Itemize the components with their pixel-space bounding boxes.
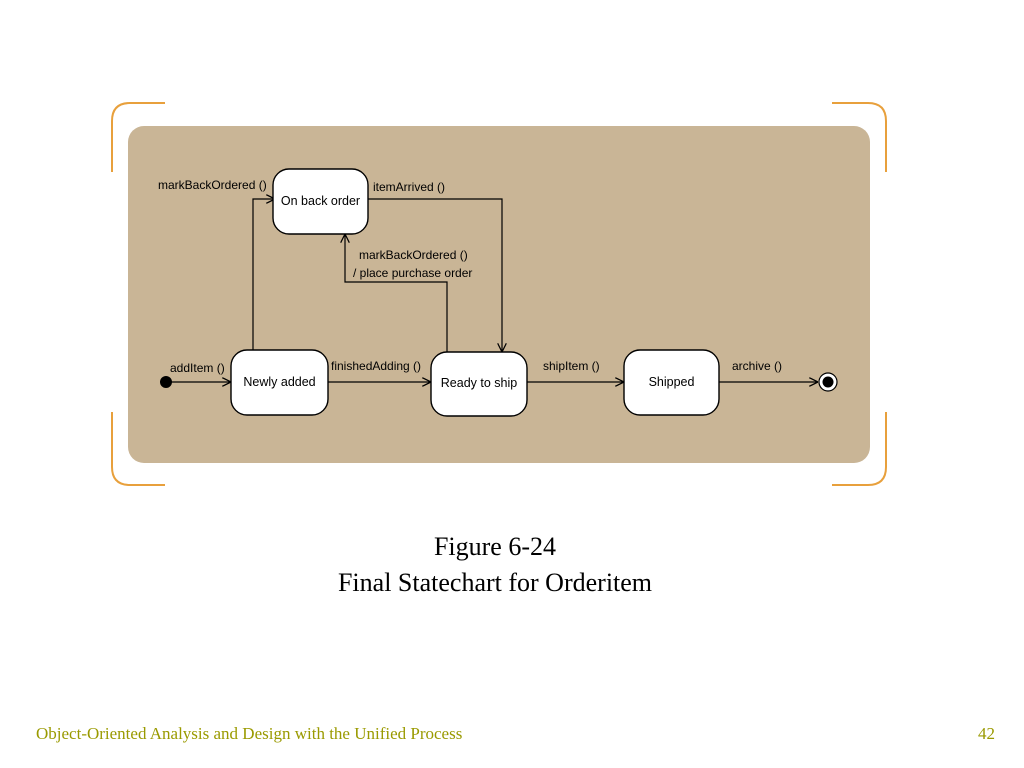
state-ready-to-ship-label: Ready to ship xyxy=(441,376,517,390)
footer-book-title: Object-Oriented Analysis and Design with… xyxy=(36,724,463,743)
bracket-bottom-right xyxy=(832,412,887,486)
bracket-bottom-left xyxy=(111,412,165,486)
label-add-item: addItem () xyxy=(170,361,225,375)
figure-number: Figure 6-24 xyxy=(433,532,557,561)
initial-state-dot xyxy=(160,376,172,388)
bracket-top-right xyxy=(832,102,887,172)
state-on-back-order-label: On back order xyxy=(281,194,360,208)
label-finished-adding: finishedAdding () xyxy=(331,359,421,373)
transition-arrows xyxy=(168,199,818,382)
label-ship-item: shipItem () xyxy=(543,359,600,373)
state-shipped: Shipped xyxy=(623,349,720,416)
final-state-symbol xyxy=(818,372,838,392)
bracket-top-left xyxy=(111,102,165,172)
state-newly-added: Newly added xyxy=(230,349,329,416)
state-shipped-label: Shipped xyxy=(649,375,695,389)
state-ready-to-ship: Ready to ship xyxy=(430,351,528,417)
footer-page-number: 42 xyxy=(978,724,995,743)
arrow-item-arrived xyxy=(368,198,502,352)
statechart-figure: On back order Newly added Ready to ship … xyxy=(111,102,887,486)
figure-title: Final Statechart for Orderitem xyxy=(337,568,653,597)
label-mark-back-ordered-from-ready-line2: / place purchase order xyxy=(353,266,472,280)
arrow-mark-back-ordered-from-ready xyxy=(345,234,448,352)
label-mark-back-ordered-from-new: markBackOrdered () xyxy=(158,178,267,192)
label-item-arrived: itemArrived () xyxy=(373,180,445,194)
state-on-back-order: On back order xyxy=(272,168,369,235)
frame-brackets xyxy=(111,102,887,486)
arrow-mark-back-ordered-from-new xyxy=(252,199,275,350)
state-newly-added-label: Newly added xyxy=(243,375,315,389)
label-mark-back-ordered-from-ready-line1: markBackOrdered () xyxy=(359,248,468,262)
label-archive: archive () xyxy=(732,359,782,373)
